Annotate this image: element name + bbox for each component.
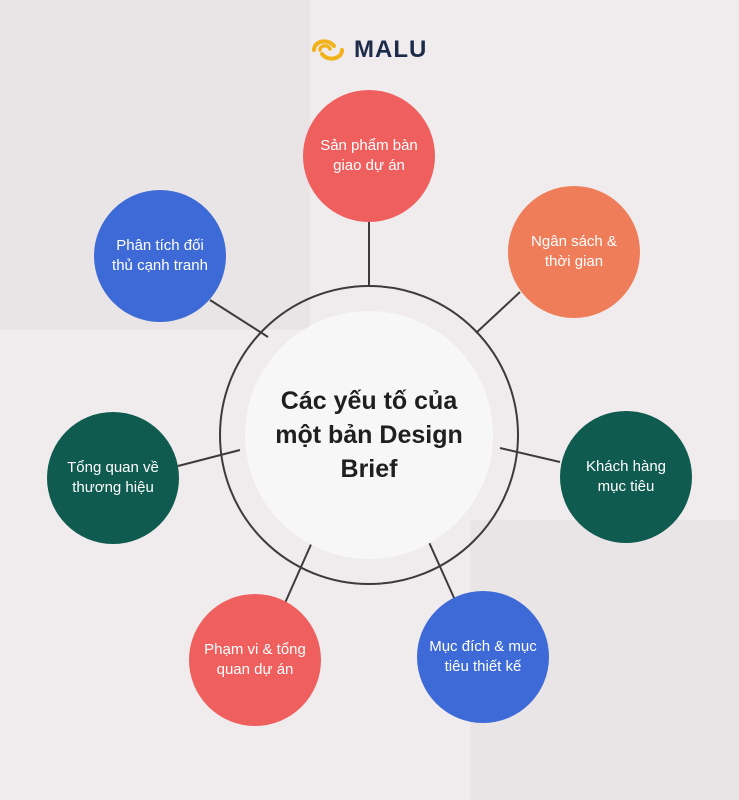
center-title: Các yếu tố của một bản Design Brief: [275, 387, 463, 483]
node-deliverables[interactable]: Sản phẩm bàn giao dự án: [303, 90, 435, 222]
logo-mark-icon: [312, 39, 344, 61]
node-label: Phân tích đối thủ cạnh tranh: [112, 236, 208, 274]
node-label: Khách hàng mục tiêu: [585, 457, 667, 495]
node-label: Phạm vi & tổng quan dự án: [204, 640, 306, 678]
node-budget-timeline[interactable]: Ngân sách & thời gian: [508, 186, 640, 318]
node-competitor-analysis[interactable]: Phân tích đối thủ cạnh tranh: [94, 190, 226, 322]
node-project-scope[interactable]: Phạm vi & tổng quan dự án: [189, 594, 321, 726]
node-label: Ngân sách & thời gian: [531, 232, 617, 270]
node-brand-overview[interactable]: Tổng quan về thương hiệu: [47, 412, 179, 544]
brand-logo[interactable]: MALU: [310, 32, 427, 68]
center-circle: Các yếu tố của một bản Design Brief: [245, 311, 493, 559]
node-label: Tổng quan về thương hiệu: [67, 458, 159, 496]
node-label: Mục đích & mục tiêu thiết kế: [429, 637, 537, 675]
node-design-goals[interactable]: Mục đích & mục tiêu thiết kế: [417, 591, 549, 723]
outer-ring: [219, 285, 519, 585]
node-label: Sản phẩm bàn giao dự án: [320, 136, 418, 174]
brand-name: MALU: [354, 36, 428, 63]
node-target-customers[interactable]: Khách hàng mục tiêu: [560, 411, 692, 543]
connector-line: [475, 291, 521, 334]
connector-line: [209, 299, 269, 338]
